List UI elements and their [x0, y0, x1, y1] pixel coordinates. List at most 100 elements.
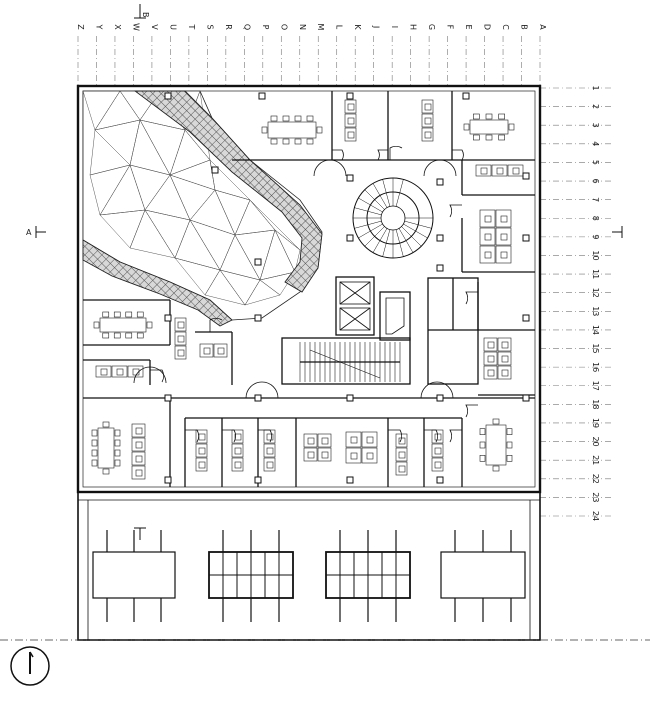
column-label: H [409, 24, 418, 30]
workstation-cluster [479, 209, 512, 264]
column-label: D [483, 24, 492, 30]
workstation-cluster [231, 429, 244, 472]
structural-column [164, 314, 172, 322]
column-label: J [372, 25, 381, 28]
column-label: M [316, 24, 325, 31]
door-swing [245, 381, 279, 399]
spiral-tread [358, 197, 383, 213]
column-label: L [335, 25, 344, 30]
spiral-tread [372, 183, 388, 208]
table-with-chairs [261, 115, 323, 145]
spiral-tread [364, 226, 385, 247]
workstation-cluster [345, 431, 378, 464]
structural-columns [164, 92, 530, 484]
row-label: 3 [591, 123, 600, 128]
row-label: 12 [591, 288, 600, 298]
row-label: 7 [591, 197, 600, 202]
row-label: 21 [591, 455, 600, 465]
door-swing [185, 429, 199, 443]
door-swing [424, 429, 438, 443]
column-label: Q [242, 24, 251, 30]
terrace-pergola [440, 530, 526, 622]
column-label: C [501, 24, 510, 30]
spiral-tread [372, 228, 388, 253]
structural-column [254, 314, 262, 322]
spiral-tread [354, 207, 382, 216]
spiral-tread [358, 223, 383, 239]
structural-column [436, 234, 444, 242]
structural-column [346, 394, 354, 402]
section-mark-b-label: B [141, 12, 150, 18]
column-label: E [464, 24, 473, 29]
roof-facet [274, 229, 301, 273]
row-label: 8 [591, 216, 600, 221]
section-mark-a-label: A [26, 228, 32, 237]
column-label: N [298, 24, 307, 30]
row-label: 14 [591, 325, 600, 335]
structural-column [522, 394, 530, 402]
workstation-cluster [95, 365, 144, 378]
door-swing [209, 318, 223, 332]
row-label: 16 [591, 362, 600, 372]
door-swing [133, 366, 167, 384]
row-label: 20 [591, 436, 600, 446]
column-label: W [131, 23, 140, 31]
column-label: V [150, 24, 159, 30]
workstation-cluster [344, 99, 357, 142]
door-swing [465, 291, 478, 305]
door-swing [313, 159, 347, 177]
structural-column [164, 92, 172, 100]
column-label: B [520, 24, 529, 30]
door-swing [452, 149, 464, 161]
door-swing [388, 429, 402, 443]
interior-walls [83, 91, 535, 487]
main-staircase [299, 342, 401, 382]
spiral-tread [404, 220, 432, 229]
row-label: 2 [591, 104, 600, 109]
spiral-staircase [352, 177, 434, 259]
row-label: 11 [591, 269, 600, 279]
table-with-chairs [479, 418, 513, 472]
door-swing [222, 429, 236, 443]
row-label: 15 [591, 343, 600, 353]
door-swing [449, 204, 462, 218]
spiral-tread [403, 223, 428, 239]
column-label: R [224, 24, 233, 30]
row-label: 6 [591, 178, 600, 183]
structural-column [436, 178, 444, 186]
structural-column [254, 394, 262, 402]
row-label: 10 [591, 250, 600, 260]
column-label: K [353, 24, 362, 30]
column-label: Z [76, 24, 85, 30]
workstation-cluster [483, 337, 512, 380]
column-grid-lines [77, 36, 541, 86]
spiral-tread [401, 226, 422, 247]
door-swing [389, 146, 403, 160]
spiral-tread [395, 229, 404, 257]
structural-column [346, 92, 354, 100]
row-label: 24 [591, 511, 600, 521]
structural-column [436, 394, 444, 402]
hatched-ramp [82, 90, 323, 327]
door-swings [133, 146, 478, 443]
workstation-cluster [303, 433, 332, 462]
row-label: 9 [591, 234, 600, 239]
structural-column [522, 314, 530, 322]
structural-column [164, 476, 172, 484]
table-with-chairs [91, 421, 121, 475]
spiral-tread [382, 229, 391, 257]
column-label: G [427, 24, 436, 30]
elevator-shafts [339, 281, 405, 335]
row-grid-lines [540, 87, 612, 517]
structural-column [436, 476, 444, 484]
row-label: 4 [591, 141, 600, 146]
workstation-cluster [263, 429, 276, 472]
door-swing [465, 404, 478, 418]
row-label: 17 [591, 381, 600, 391]
workstation-cluster [475, 164, 524, 177]
row-label: 13 [591, 306, 600, 316]
row-label: 19 [591, 418, 600, 428]
column-label: F [446, 25, 455, 30]
roof-terrace [0, 491, 650, 641]
